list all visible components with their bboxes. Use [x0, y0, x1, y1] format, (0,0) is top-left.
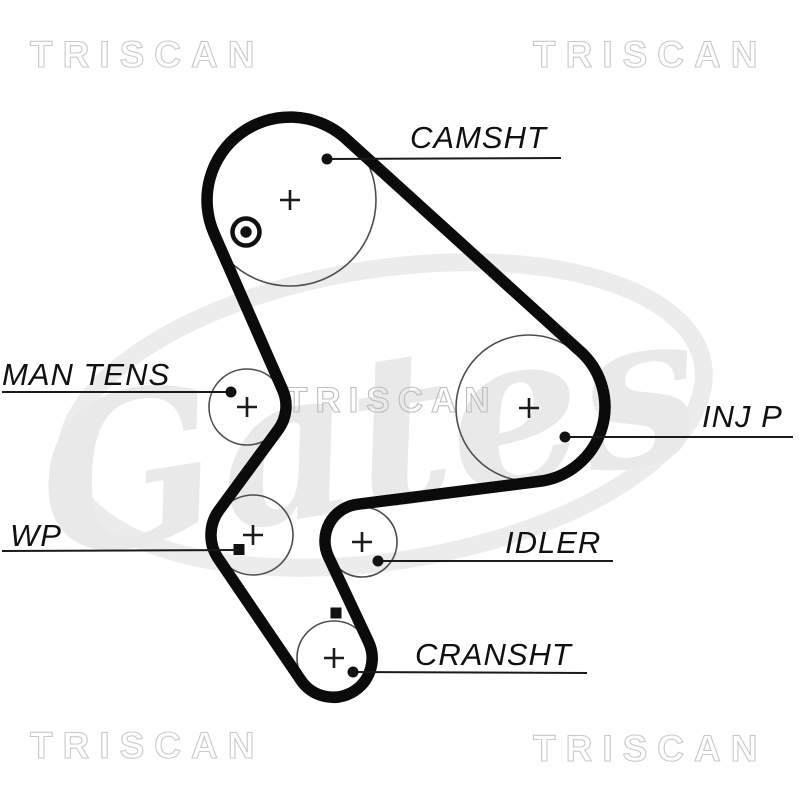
triscan-watermark-bottom-right: TRISCAN	[533, 728, 767, 769]
pulley-center-cross-marks	[237, 190, 539, 668]
camsht-leader-line	[326, 157, 562, 160]
labels: CAMSHT MAN TENS WP IDLER CRANSHT INJ P	[2, 120, 783, 672]
inj-p-leader-dot	[559, 431, 571, 443]
wp-label: WP	[10, 518, 62, 553]
leader-lines	[1, 157, 793, 674]
camsht-leader-dot	[321, 153, 333, 165]
cransht-leader-line	[352, 671, 588, 674]
crankshaft-timing-mark-square	[330, 607, 342, 619]
camshaft-ring-marker-outer	[230, 216, 262, 248]
idler-label: IDLER	[505, 525, 601, 560]
cransht-label: CRANSHT	[415, 637, 573, 672]
idler-leader-dot	[372, 555, 384, 567]
wp-leader-line	[1, 549, 240, 552]
gates-logo-swoosh	[57, 253, 713, 577]
inj-p-label: INJ P	[702, 399, 783, 434]
triscan-watermark-bottom-left: TRISCAN	[30, 725, 264, 766]
triscan-watermark-top-left: TRISCAN	[30, 34, 264, 75]
man-tens-label: MAN TENS	[2, 357, 170, 392]
man-tens-leader-dot	[225, 386, 237, 398]
triscan-watermark-top-right: TRISCAN	[533, 34, 767, 75]
camsht-label: CAMSHT	[410, 120, 548, 155]
leader-dots	[225, 153, 571, 678]
triscan-watermark-center: TRISCAN	[286, 381, 498, 420]
camshaft-ring-marker-inner	[240, 226, 252, 238]
water-pump-line-end-square	[233, 544, 245, 555]
cransht-leader-dot	[347, 666, 359, 678]
